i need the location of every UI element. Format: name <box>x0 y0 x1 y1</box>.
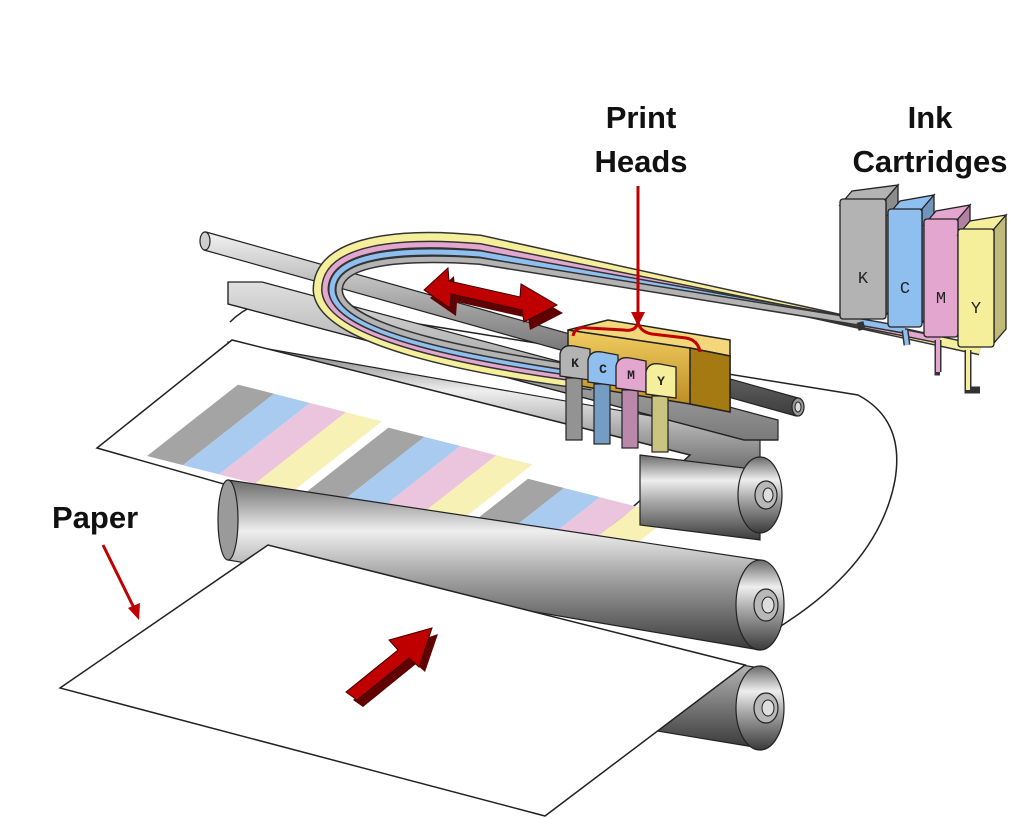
cartridge-label-y: Y <box>971 300 981 319</box>
carriage-motion-arrow-icon <box>423 266 563 330</box>
ink-cartridges-label-line2: Cartridges <box>852 144 1007 179</box>
paper-feed-arrow-icon <box>345 627 438 707</box>
print-heads-pointer-tip-icon <box>631 312 645 326</box>
cartridge-pipes <box>856 321 980 394</box>
ink-cartridges-label-line1: Ink <box>908 100 954 135</box>
print-stripe <box>336 436 461 516</box>
ink-tubes <box>312 231 982 391</box>
print-stripe <box>147 384 274 466</box>
printed-sheet <box>95 339 692 579</box>
print-head-label-k: K <box>571 356 579 371</box>
print-stripe <box>255 412 382 493</box>
upper-roller-end <box>639 454 783 541</box>
print-stripe <box>219 403 346 484</box>
paper-pointer <box>101 544 138 613</box>
middle-roller <box>217 479 785 651</box>
ink-cartridges: K C M Y <box>838 183 1008 348</box>
cartridge-y: Y <box>956 213 1008 348</box>
print-head-m: M <box>615 357 647 449</box>
cartridge-label-c: C <box>900 280 910 299</box>
cartridge-label-m: M <box>936 290 946 309</box>
print-head-label-m: M <box>627 368 635 383</box>
print-head-label-y: Y <box>657 374 665 389</box>
print-head-c: C <box>587 351 619 445</box>
print-head-y: Y <box>645 363 677 453</box>
print-stripe <box>183 393 310 475</box>
print-heads-label-line1: Print <box>606 100 677 135</box>
blank-paper <box>58 544 747 817</box>
print-heads-label-line2: Heads <box>594 144 687 179</box>
paper-label: Paper <box>52 500 138 535</box>
print-stripe <box>300 427 425 507</box>
print-stripe <box>372 446 497 525</box>
paper-pointer-tip-icon <box>128 603 140 620</box>
cartridge-label-k: K <box>858 270 869 289</box>
print-head-label-c: C <box>599 362 607 377</box>
